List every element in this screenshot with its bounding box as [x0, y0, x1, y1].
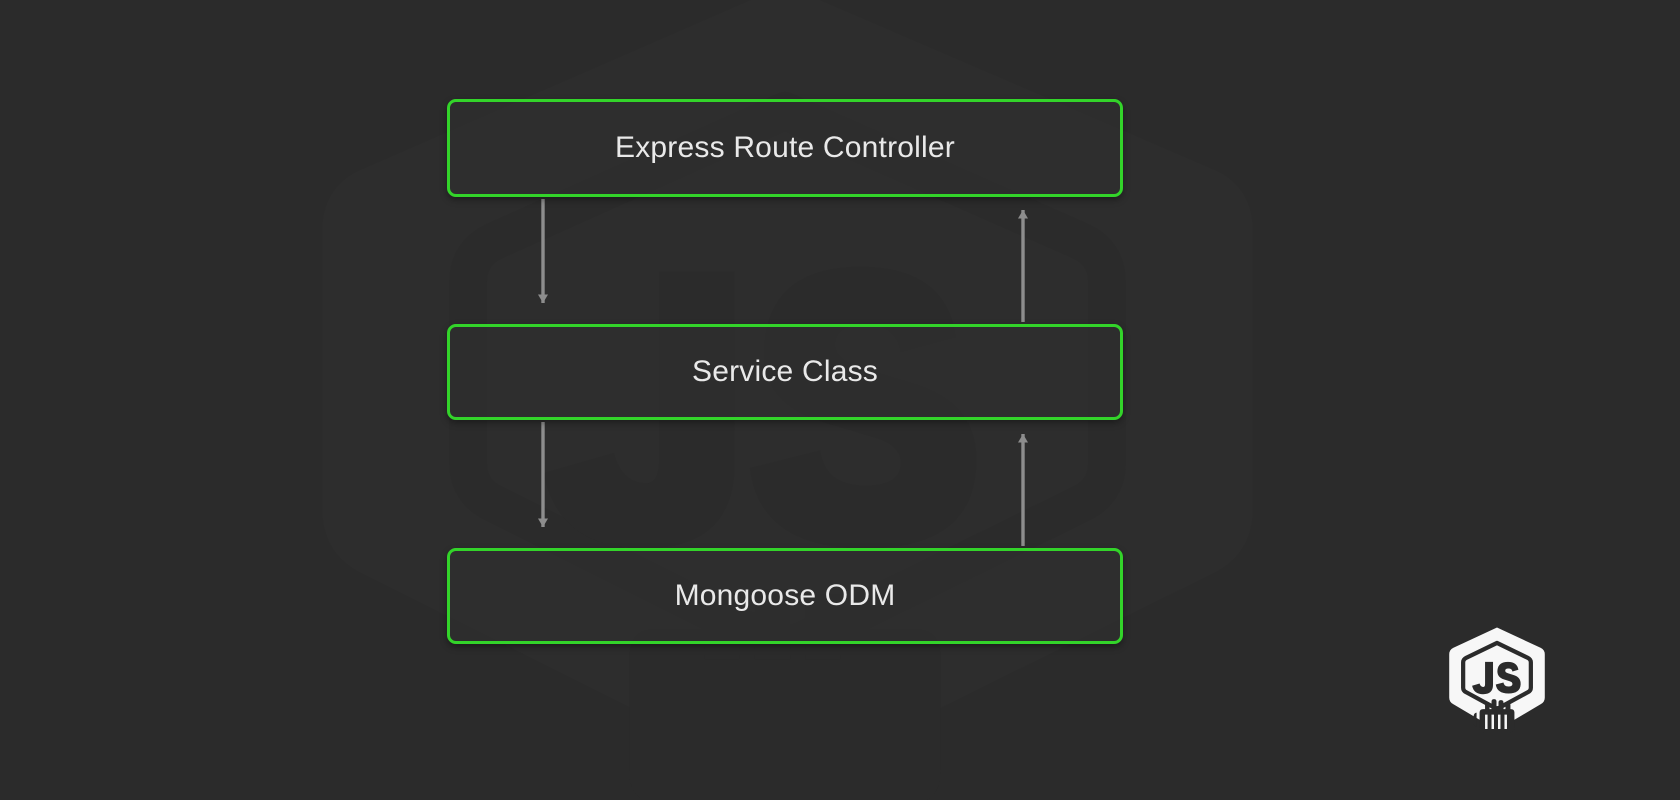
- diagram-node-service-class[interactable]: Service Class: [447, 324, 1123, 420]
- js-fist-logo: [1449, 627, 1545, 733]
- node-label: Mongoose ODM: [674, 579, 896, 612]
- diagram-node-mongoose-odm[interactable]: Mongoose ODM: [447, 548, 1123, 644]
- node-label: Express Route Controller: [615, 131, 955, 164]
- node-label: Service Class: [692, 355, 878, 388]
- diagram-node-express-route-controller[interactable]: Express Route Controller: [447, 99, 1123, 197]
